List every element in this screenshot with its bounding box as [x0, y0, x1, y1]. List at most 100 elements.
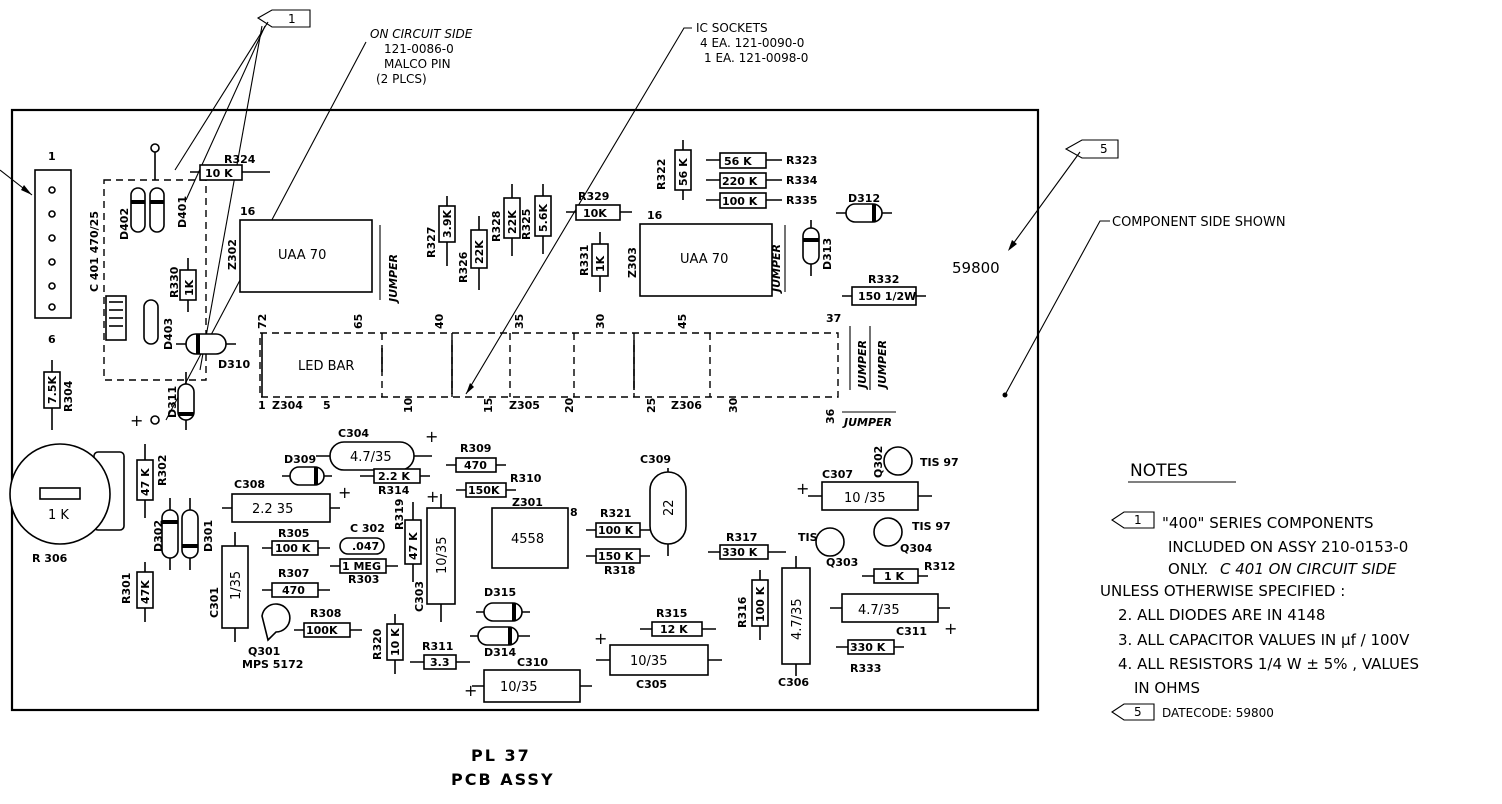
- svg-text:R 306: R 306: [32, 552, 68, 565]
- svg-text:100 K: 100 K: [598, 524, 634, 537]
- svg-text:R326: R326: [457, 251, 470, 283]
- malco-pin-label: MALCO PIN: [384, 57, 451, 71]
- svg-text:Z305: Z305: [509, 399, 540, 412]
- svg-text:15: 15: [482, 398, 495, 413]
- svg-text:R321: R321: [600, 507, 631, 520]
- svg-text:R309: R309: [460, 442, 491, 455]
- svg-text:C301: C301: [208, 587, 221, 618]
- svg-text:C311: C311: [896, 625, 927, 638]
- svg-text:R322: R322: [655, 159, 668, 190]
- c306: 4.7/35 C306: [778, 556, 811, 689]
- r307: R307 470: [262, 567, 330, 598]
- jumpers-right: JUMPER JUMPER JUMPER: [842, 326, 896, 429]
- notes-block: NOTES 1 "400" SERIES COMPONENTS INCLUDED…: [1100, 461, 1419, 721]
- r317: R317 330 K: [708, 531, 786, 560]
- q301: Q301 MPS 5172: [242, 603, 303, 671]
- svg-text:+: +: [338, 483, 351, 502]
- svg-text:+: +: [944, 619, 957, 638]
- r315: R315 12 K: [640, 607, 716, 637]
- svg-text:C303: C303: [413, 581, 426, 612]
- c311: 4.7/35 C311 +: [830, 593, 957, 638]
- svg-text:TIS 97: TIS 97: [920, 456, 959, 469]
- svg-text:4.7/35: 4.7/35: [790, 598, 805, 640]
- ic-sockets-leader: [465, 27, 692, 395]
- svg-text:56 K: 56 K: [724, 155, 752, 168]
- svg-text:R325: R325: [520, 209, 533, 240]
- malco-pin-qty: (2 PLCS): [376, 72, 427, 86]
- svg-text:TIS 97: TIS 97: [912, 520, 951, 533]
- z301-ic: Z301 4558 8: [491, 496, 578, 569]
- svg-text:3.9K: 3.9K: [441, 210, 454, 238]
- svg-text:470: 470: [464, 459, 487, 472]
- svg-text:Q303: Q303: [826, 556, 858, 569]
- svg-text:R324: R324: [224, 153, 256, 166]
- svg-text:16: 16: [240, 205, 256, 218]
- r303: 1 MEG R303: [330, 558, 398, 586]
- connector-pin6: 6: [48, 333, 56, 346]
- r301: 47K R301: [120, 562, 154, 622]
- r321: R321 100 K: [586, 507, 650, 538]
- svg-text:12 K: 12 K: [660, 623, 688, 636]
- svg-text:100 K: 100 K: [754, 586, 767, 622]
- svg-text:25: 25: [645, 398, 658, 413]
- svg-text:47 K: 47 K: [139, 468, 152, 496]
- z303-ic: UAA 70 Z303 16 JUMPER: [626, 209, 786, 297]
- svg-text:45: 45: [676, 314, 689, 329]
- r316: 100 K R316: [736, 570, 769, 640]
- r330: 1K R330: [168, 258, 197, 312]
- svg-text:10/35: 10/35: [630, 654, 667, 669]
- svg-text:Z303: Z303: [626, 247, 639, 278]
- svg-text:R319: R319: [393, 499, 406, 530]
- svg-text:10 K: 10 K: [389, 628, 402, 656]
- c305: 10/35 C305 +: [594, 629, 722, 691]
- r310: R310 150K: [456, 472, 542, 498]
- svg-text:C309: C309: [640, 453, 671, 466]
- svg-text:R312: R312: [924, 560, 955, 573]
- svg-text:10/35: 10/35: [500, 680, 537, 695]
- svg-text:R308: R308: [310, 607, 341, 620]
- svg-text:R302: R302: [156, 455, 169, 486]
- svg-text:10 /35: 10 /35: [844, 491, 886, 506]
- svg-text:Q302: Q302: [872, 446, 885, 478]
- d403-label: D403: [162, 318, 175, 350]
- svg-text:C308: C308: [234, 478, 265, 491]
- callout-ref1-label: 1: [288, 12, 296, 26]
- svg-text:1/35: 1/35: [229, 571, 244, 600]
- ic-sockets-line2: 1 EA. 121-0098-0: [704, 51, 808, 65]
- svg-text:UAA 70: UAA 70: [680, 252, 728, 267]
- svg-text:4.7/35: 4.7/35: [858, 603, 900, 618]
- svg-text:R314: R314: [378, 484, 410, 497]
- svg-text:R305: R305: [278, 527, 309, 540]
- r302: 47 K R302: [136, 444, 169, 518]
- svg-text:65: 65: [352, 314, 365, 329]
- svg-text:Z301: Z301: [512, 496, 543, 509]
- svg-text:1K: 1K: [183, 279, 196, 296]
- r327: 3.9K R327: [425, 196, 456, 266]
- title-line1: PL 37: [471, 746, 531, 765]
- note2: 2. ALL DIODES ARE IN 4148: [1118, 606, 1325, 624]
- svg-text:5: 5: [323, 399, 331, 412]
- svg-text:C310: C310: [517, 656, 548, 669]
- svg-text:100 K: 100 K: [275, 542, 311, 555]
- svg-text:+: +: [130, 411, 143, 430]
- on-circuit-side-label: ON CIRCUIT SIDE: [370, 27, 473, 41]
- svg-text:C305: C305: [636, 678, 667, 691]
- svg-text:150K: 150K: [468, 484, 500, 497]
- callout-ref5: 5: [1008, 139, 1119, 251]
- note1-line1: "400" SERIES COMPONENTS: [1162, 514, 1374, 532]
- svg-text:1 K: 1 K: [884, 570, 904, 583]
- svg-text:R316: R316: [736, 596, 749, 628]
- svg-text:1 MEG: 1 MEG: [342, 560, 381, 573]
- svg-text:330 K: 330 K: [850, 641, 886, 654]
- svg-text:Z302: Z302: [226, 239, 239, 270]
- svg-text:D314: D314: [484, 646, 516, 659]
- svg-text:Z304: Z304: [272, 399, 303, 412]
- svg-text:47 K: 47 K: [407, 532, 420, 560]
- callout-ref5-label: 5: [1100, 142, 1108, 156]
- svg-text:R330: R330: [168, 266, 181, 298]
- svg-text:C 302: C 302: [350, 522, 385, 535]
- d315: D315: [476, 586, 530, 622]
- callout-ref1: 1: [174, 9, 311, 371]
- svg-text:150 1/2W: 150 1/2W: [858, 290, 916, 303]
- q302: Q302 TIS 97: [872, 446, 959, 478]
